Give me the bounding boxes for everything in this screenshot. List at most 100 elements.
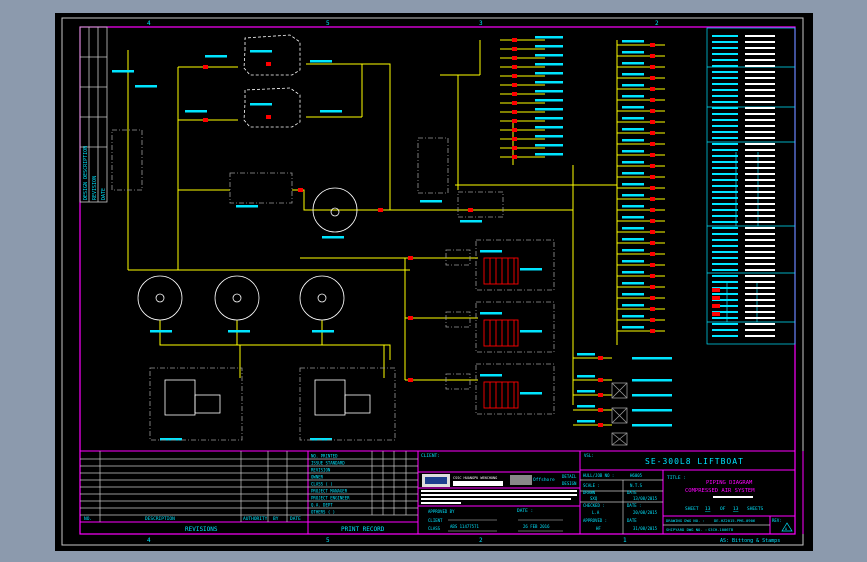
schedule-entry bbox=[712, 143, 738, 145]
schedule-entry bbox=[712, 245, 738, 247]
equipment-tag bbox=[236, 205, 258, 208]
pipe-tag bbox=[632, 379, 672, 382]
valve-icon bbox=[512, 101, 517, 105]
class-approval: ABS 11477571 bbox=[450, 524, 479, 529]
valve-icon bbox=[512, 137, 517, 141]
schedule-entry bbox=[745, 155, 775, 157]
credit-text: AS: Bittong & Stamps bbox=[720, 538, 780, 544]
schedule-entry bbox=[712, 53, 738, 55]
schedule-entry bbox=[745, 311, 775, 313]
valve-icon bbox=[650, 175, 655, 179]
sheet-number: 13 bbox=[705, 506, 711, 512]
sheet-label: SHEET bbox=[685, 506, 699, 512]
pipe-tag bbox=[577, 405, 595, 408]
schedule-entry bbox=[745, 305, 775, 307]
schedule-entry bbox=[745, 131, 775, 133]
schedule-entry bbox=[745, 281, 775, 283]
pipe-tag bbox=[622, 40, 644, 43]
schedule-entry bbox=[712, 119, 738, 121]
valve-icon bbox=[650, 54, 655, 58]
equipment-tag bbox=[520, 392, 542, 395]
sheet-total: 13 bbox=[733, 506, 739, 512]
pipe-tag bbox=[535, 144, 563, 147]
valve-icon bbox=[408, 256, 413, 260]
pipe-tag bbox=[535, 36, 563, 39]
pipe-tag bbox=[622, 117, 644, 120]
pipe-tag bbox=[622, 62, 644, 65]
valve-icon bbox=[650, 208, 655, 212]
valve-icon bbox=[512, 74, 517, 78]
company-name: CSSC HUANGPU WENCHONG bbox=[453, 476, 497, 480]
pipe-tag bbox=[577, 390, 595, 393]
pipe-tag bbox=[622, 282, 644, 285]
pipe-tag bbox=[622, 194, 644, 197]
hull-label: HULL/JOB NO : bbox=[583, 473, 614, 478]
pipe-tag bbox=[622, 172, 644, 175]
scale-label: SCALE : bbox=[583, 483, 600, 488]
schedule-entry bbox=[745, 329, 775, 331]
approved-date-label: DATE bbox=[627, 518, 637, 523]
valve-icon bbox=[650, 43, 655, 47]
schedule-entry bbox=[745, 179, 775, 181]
schedule-entry bbox=[745, 83, 775, 85]
outer-border bbox=[61, 17, 804, 546]
shipyard-number-label: SHIPYARD DWG NO. : bbox=[666, 527, 707, 532]
company-logo-mark bbox=[425, 477, 447, 484]
zone-marker: 3 bbox=[479, 20, 483, 27]
pipe-tag bbox=[535, 99, 563, 102]
print-record-row: Q.A. DEPT bbox=[311, 503, 333, 508]
schedule-entry bbox=[745, 227, 775, 229]
equipment-tag bbox=[150, 330, 172, 333]
print-record-row: OTHERS ( ) bbox=[311, 510, 335, 515]
valve-icon bbox=[266, 62, 271, 66]
print-record-row: REVISION bbox=[311, 468, 331, 473]
pipe-tag bbox=[535, 72, 563, 75]
client-label: CLIENT: bbox=[421, 453, 440, 459]
schedule-entry bbox=[712, 221, 738, 223]
valve-icon bbox=[650, 197, 655, 201]
valve-icon bbox=[598, 408, 603, 412]
zone-marker: 5 bbox=[326, 20, 330, 27]
valve-icon bbox=[512, 83, 517, 87]
valve-icon bbox=[650, 263, 655, 267]
address-text bbox=[421, 498, 571, 500]
print-record-row: CLASS ( ) bbox=[311, 482, 333, 487]
valve-icon bbox=[298, 188, 303, 192]
schedule-entry bbox=[745, 149, 775, 151]
design-label: DESIGN bbox=[562, 481, 577, 486]
valve-icon bbox=[650, 296, 655, 300]
schedule-entry bbox=[745, 95, 775, 97]
valve-icon bbox=[512, 110, 517, 114]
schedule-entry bbox=[712, 281, 738, 283]
schedule-entry bbox=[712, 299, 738, 301]
valves bbox=[203, 38, 655, 427]
schedule-entry bbox=[745, 323, 775, 325]
schedule-entry bbox=[745, 77, 775, 79]
equipment-tag bbox=[322, 236, 344, 239]
partner-logo bbox=[510, 475, 532, 485]
pipe-tag bbox=[622, 161, 644, 164]
drawing-title-line2: COMPRESSED AIR SYSTEM bbox=[685, 488, 755, 494]
schedule-entry bbox=[745, 203, 775, 205]
valve-icon bbox=[598, 423, 603, 427]
schedule-entry bbox=[712, 155, 738, 157]
schedule-entry bbox=[712, 329, 738, 331]
schedule-entry bbox=[712, 227, 738, 229]
pipe-tag bbox=[632, 394, 672, 397]
equipment-tag bbox=[310, 438, 332, 441]
rev-value: A bbox=[785, 527, 788, 531]
valve-icon bbox=[598, 378, 603, 382]
pipe-tag bbox=[622, 293, 644, 296]
title-block-grid bbox=[80, 450, 804, 534]
pipe-tag bbox=[622, 249, 644, 252]
schedule-entry bbox=[745, 299, 775, 301]
drawn-label: DRAWN bbox=[583, 490, 596, 495]
schedule-entry bbox=[712, 269, 738, 271]
schedule-entry bbox=[745, 47, 775, 49]
pipe-tag bbox=[535, 117, 563, 120]
air-compressors bbox=[137, 187, 358, 321]
pipe-tag bbox=[535, 63, 563, 66]
valve-icon bbox=[650, 307, 655, 311]
pipe-tag bbox=[622, 315, 644, 318]
pipe-tag bbox=[622, 95, 644, 98]
